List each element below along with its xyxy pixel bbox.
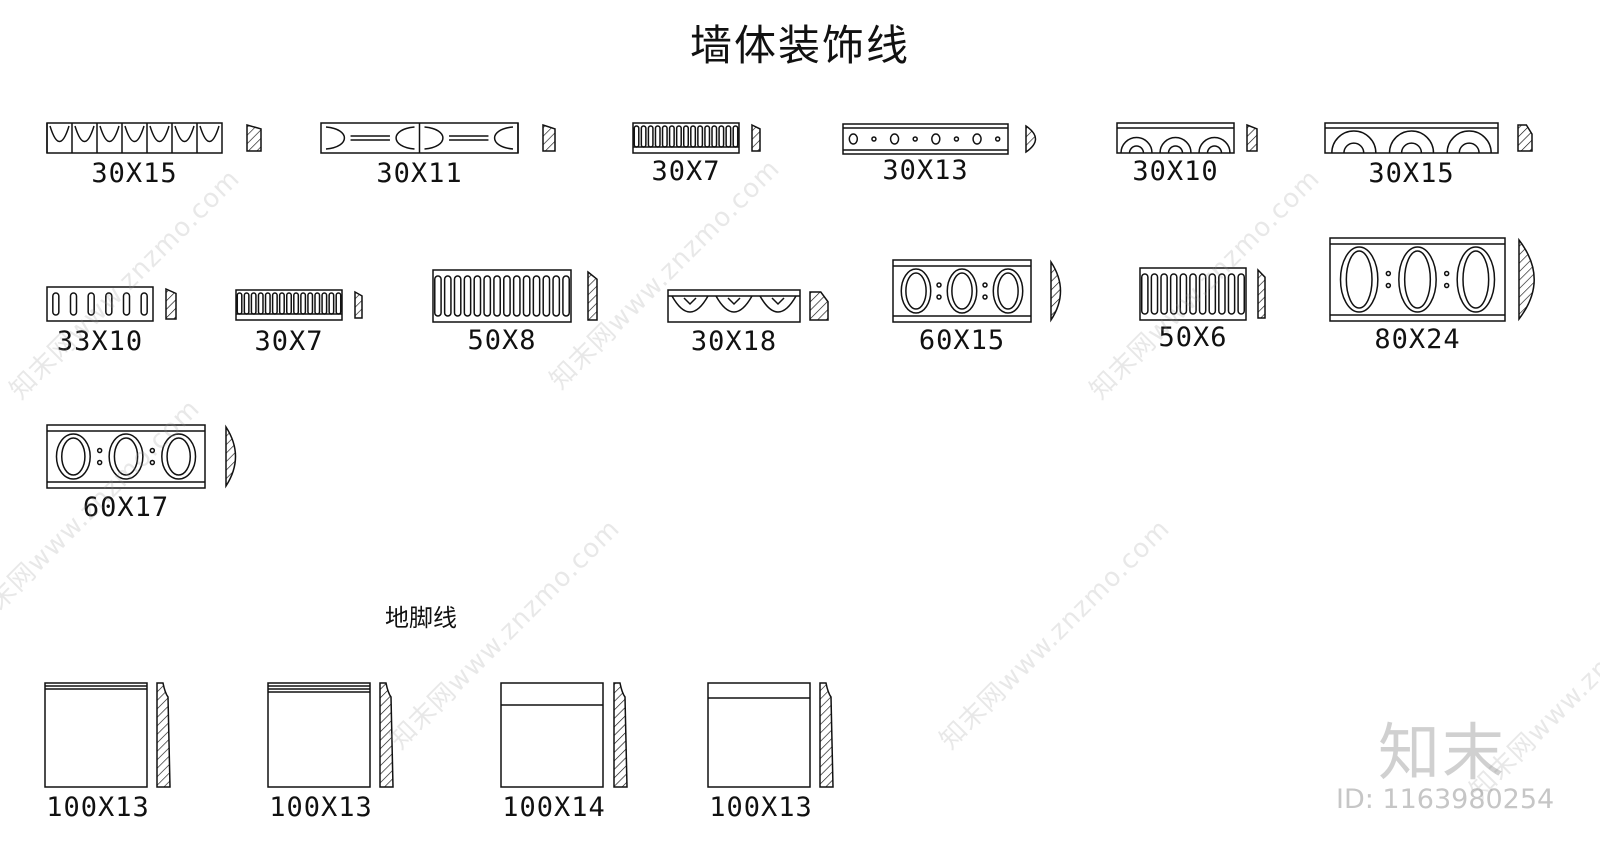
molding-1-dimension: 30X15	[91, 158, 178, 189]
molding-11	[892, 259, 1062, 323]
molding-12	[1139, 267, 1266, 321]
molding-13-dimension: 80X24	[1374, 324, 1461, 355]
baseboard-3-dimension: 100X14	[502, 792, 606, 823]
molding-12-dimension: 50X6	[1158, 322, 1228, 353]
molding-5	[1116, 122, 1258, 154]
molding-1	[46, 122, 262, 154]
molding-9-dimension: 50X8	[467, 325, 537, 356]
baseboard-1	[44, 682, 171, 788]
molding-7-dimension: 33X10	[56, 326, 144, 357]
molding-13	[1329, 237, 1535, 322]
molding-10-dimension: 30X18	[690, 326, 778, 357]
molding-6	[1324, 122, 1533, 154]
baseboard-section-title: 地脚线	[385, 604, 457, 632]
baseboard-4-dimension: 100X13	[709, 792, 813, 823]
baseboard-4	[707, 682, 834, 788]
baseboard-2-dimension: 100X13	[269, 792, 373, 823]
molding-2-dimension: 30X11	[376, 158, 463, 189]
molding-3-dimension: 30X7	[651, 156, 721, 187]
molding-2	[320, 122, 556, 154]
molding-8	[235, 289, 363, 321]
sheet-title: 墙体装饰线	[689, 21, 910, 70]
baseboard-1-dimension: 100X13	[46, 792, 150, 823]
watermark-id: ID: 1163980254	[1336, 784, 1555, 815]
molding-5-dimension: 30X10	[1132, 156, 1219, 187]
molding-6-dimension: 30X15	[1368, 158, 1455, 189]
molding-9	[432, 269, 598, 323]
molding-14	[46, 424, 237, 489]
molding-8-dimension: 30X7	[254, 326, 324, 357]
molding-11-dimension: 60X15	[918, 325, 1006, 356]
molding-3	[632, 122, 761, 154]
watermark-logo: 知末	[1378, 716, 1507, 789]
baseboard-2	[267, 682, 394, 788]
molding-4-dimension: 30X13	[882, 155, 969, 186]
molding-14-dimension: 60X17	[82, 492, 170, 523]
molding-10	[667, 289, 829, 323]
molding-7	[46, 286, 177, 322]
molding-4	[842, 123, 1037, 155]
baseboard-3	[500, 682, 628, 788]
